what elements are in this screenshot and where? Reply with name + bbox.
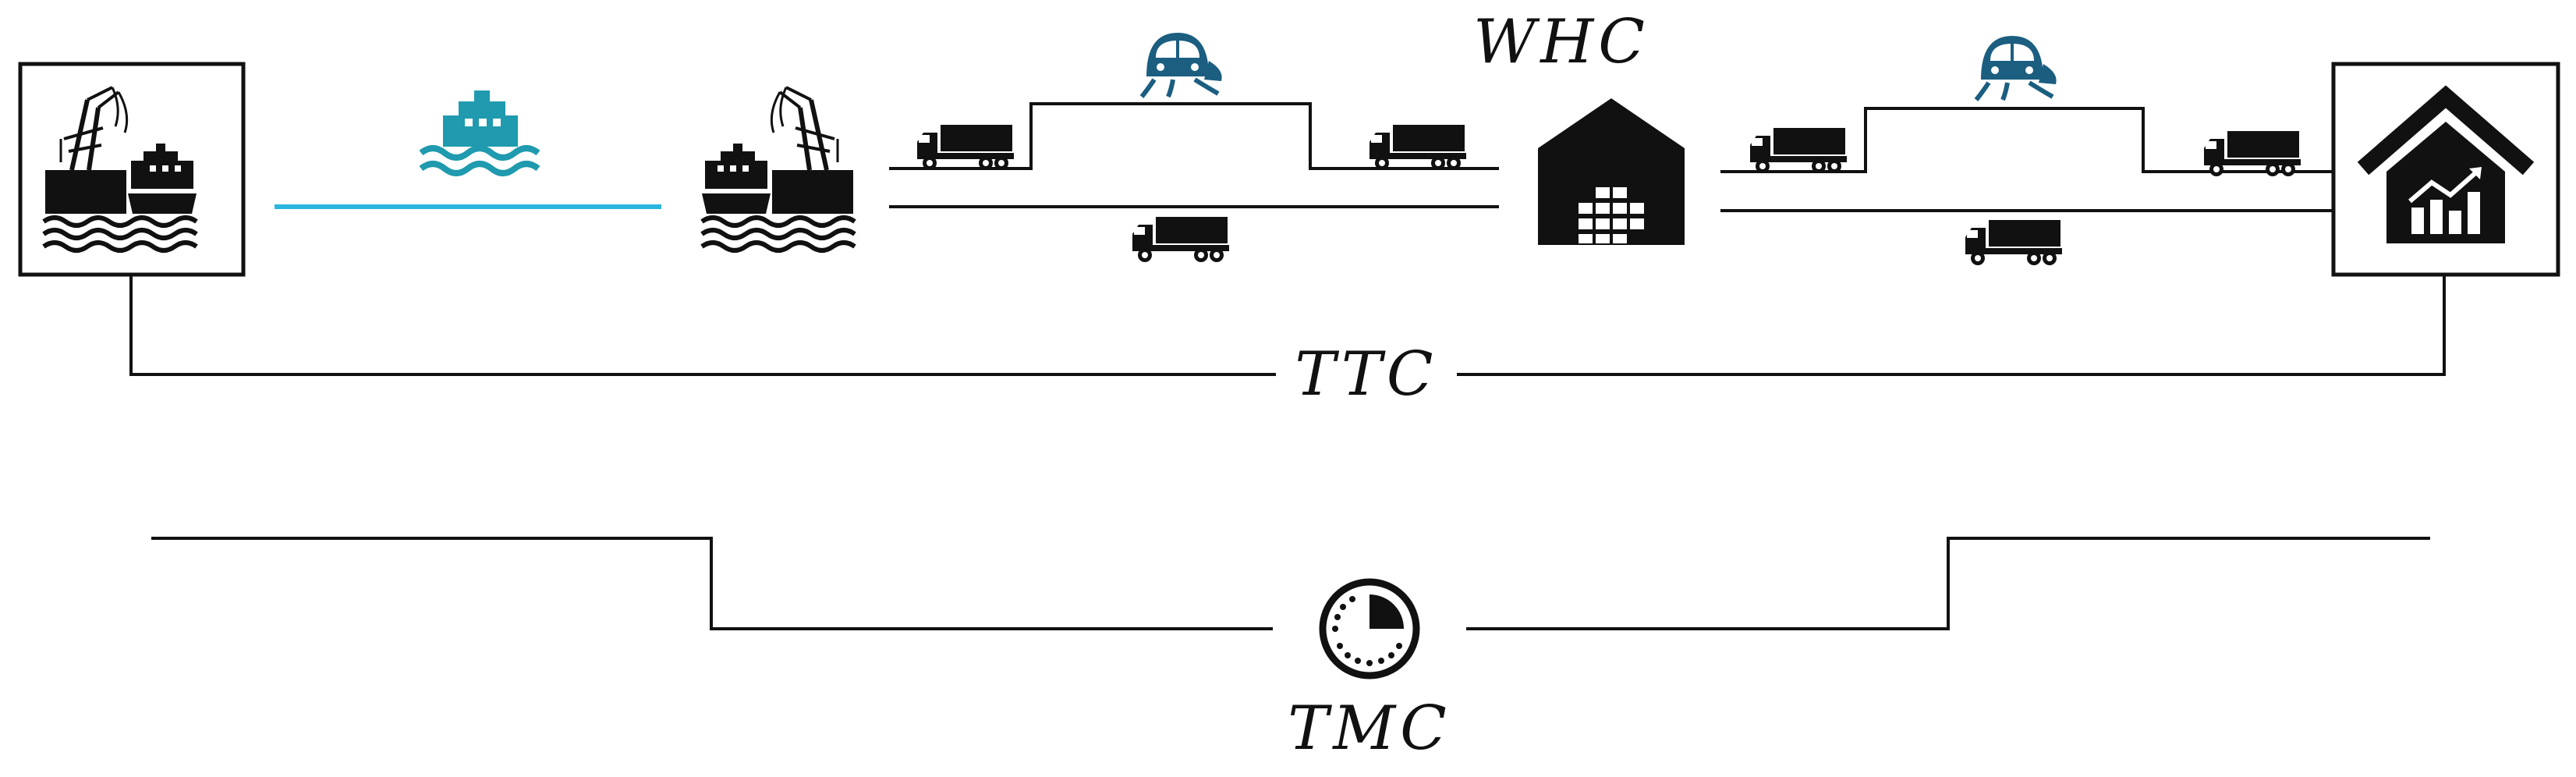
train-icon: [1976, 36, 2057, 100]
rail-path-left: [889, 102, 1499, 170]
truck-icon: [1750, 128, 1847, 173]
whc-label: WHC: [1473, 7, 1649, 77]
truck-icon: [1369, 125, 1466, 170]
port-icon: [702, 87, 855, 250]
truck-icon: [917, 125, 1014, 170]
ttc-line-right: [1457, 275, 2446, 376]
warehouse-icon: [1538, 98, 1685, 245]
truck-icon: [1965, 220, 2062, 265]
rail-path-right: [1720, 107, 2332, 173]
clock-icon: [1319, 578, 1420, 679]
tmc-line-right: [1466, 537, 2430, 630]
tmc-line-left: [151, 537, 1273, 630]
ship-icon: [419, 90, 540, 176]
smart-home-chart-icon: [2357, 85, 2535, 243]
tmc-label: TMC: [1288, 694, 1451, 764]
truck-icon: [2204, 131, 2301, 176]
truck-icon: [1132, 217, 1229, 262]
ttc-line-left: [129, 275, 1276, 376]
train-icon: [1142, 33, 1222, 97]
ttc-label: TTC: [1295, 339, 1437, 410]
